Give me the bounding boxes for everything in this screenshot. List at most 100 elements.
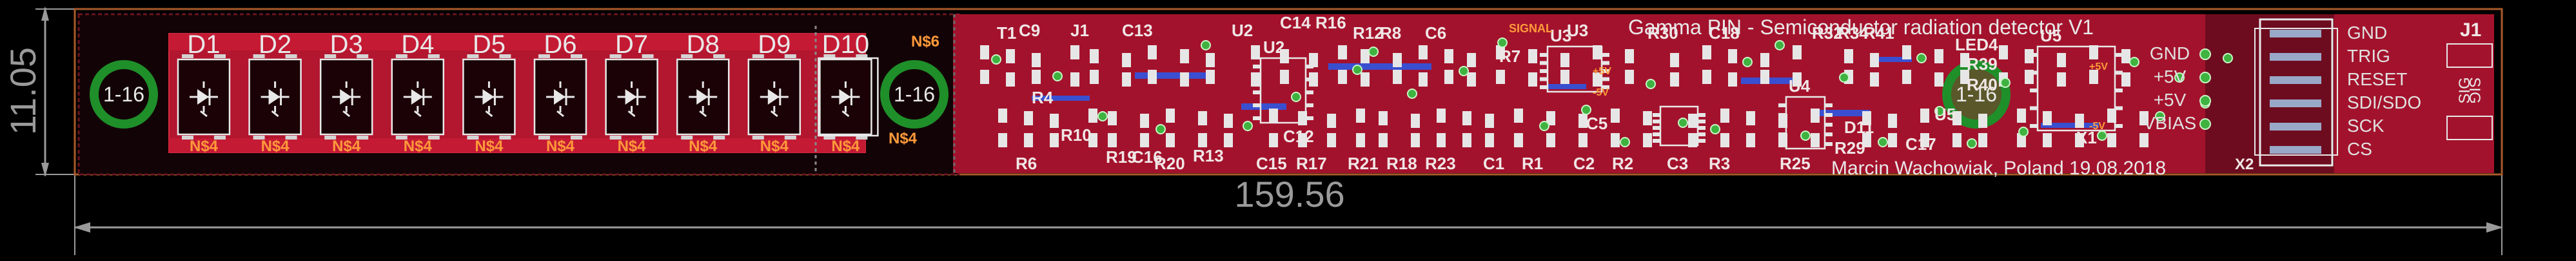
diode-label: D5 — [473, 30, 506, 59]
connector-pin — [2270, 76, 2321, 84]
refdes-label: C6 — [1425, 23, 1446, 43]
connector-pin — [2270, 53, 2321, 61]
refdes-label: C3 — [1667, 154, 1688, 173]
refdes-label: R41 — [1863, 23, 1894, 43]
j1-label: J1 — [2460, 19, 2481, 41]
refdes-label: R4 — [1032, 88, 1054, 107]
refdes-label: R1 — [1522, 154, 1543, 173]
refdes-label: R20 — [1154, 154, 1185, 173]
connector-pin-label: RESET — [2347, 69, 2407, 89]
diode-cell: D6N$4 — [533, 30, 587, 155]
refdes-label: C1 — [1483, 154, 1504, 173]
diode-cell: D1N$4 — [177, 30, 231, 155]
diode-net-label: N$4 — [546, 138, 575, 155]
side-connector: SIG SIG — [2446, 43, 2493, 140]
mount-hole-mid-label: 1-16 — [894, 83, 935, 106]
diode-cells: D1N$4D2N$4D3N$4D4N$4D5N$4D6N$4D7N$4D8N$4… — [177, 30, 879, 155]
refdes-label: U5 — [2040, 26, 2061, 45]
board-author: Marcin Wachowiak, Poland 19.08.2018 — [1831, 158, 2166, 179]
d10-net-label: N$4 — [889, 130, 918, 147]
refdes-label: R12 — [1353, 23, 1384, 43]
diode-label: D9 — [758, 30, 791, 59]
refdes-label: -5V — [2089, 121, 2105, 132]
refdes-label: C17 — [1905, 134, 1936, 154]
side-label-bottom: SIG — [2466, 77, 2483, 103]
refdes-label: C2 — [1573, 154, 1595, 173]
side-pin-label: VBIAS — [2143, 113, 2196, 133]
mount-hole-right-label: 1-16 — [1956, 83, 1997, 106]
side-pin-label: GND — [2150, 43, 2190, 63]
refdes-label: R32 — [1812, 23, 1843, 43]
refdes-label: R30 — [1647, 23, 1678, 43]
diode-strip-top — [169, 34, 865, 50]
connector-pin — [2270, 146, 2321, 154]
diode-strip-bottom — [169, 138, 865, 152]
diode-net-label: N$4 — [190, 138, 219, 155]
refdes-label: U5 — [1934, 105, 1956, 124]
diode-label: D7 — [615, 30, 648, 59]
diode-label: D6 — [544, 30, 576, 59]
refdes-label: C12 — [1283, 127, 1314, 146]
refdes-label: R13 — [1193, 146, 1224, 165]
refdes-label: +5V — [2089, 61, 2108, 72]
side-label-top: SIG — [2456, 77, 2473, 103]
connector-pin-label: SDI/SDO — [2347, 92, 2421, 112]
n6-label: N$6 — [911, 33, 939, 50]
diode-net-label: N$4 — [760, 138, 789, 155]
diode-label: D8 — [687, 30, 720, 59]
side-pin-pad — [2199, 72, 2211, 83]
refdes-label: R17 — [1296, 154, 1327, 173]
refdes-label: R39 — [1967, 54, 1998, 74]
refdes-label: U2 — [1232, 21, 1253, 40]
diode-cell: D2N$4 — [248, 30, 302, 155]
connector-pin — [2270, 123, 2321, 130]
side-pin-pad — [2199, 48, 2211, 60]
diode-net-label: N$4 — [332, 138, 361, 155]
refdes-label: R34 — [1838, 23, 1869, 43]
diode-cell: D4N$4 — [391, 30, 445, 155]
connector-pin-label: GND — [2347, 23, 2387, 43]
refdes-label: R16 — [1315, 13, 1346, 32]
diode-cell: D7N$4 — [605, 30, 658, 155]
diode-label: D1 — [187, 30, 220, 59]
refdes-label: C14 — [1280, 13, 1311, 32]
refdes-label: R29 — [1834, 138, 1865, 158]
refdes-label: C13 — [1122, 21, 1153, 40]
refdes-label: T1 — [997, 23, 1016, 43]
refdes-label: -5V — [1593, 87, 1609, 98]
refdes-label: U3 — [1567, 21, 1588, 40]
length-dim-label: 159.56 — [1234, 174, 1344, 214]
refdes-label: C15 — [1256, 154, 1287, 173]
height-dim-label: 11.05 — [3, 47, 43, 135]
refdes-label: C9 — [1019, 21, 1040, 40]
diode-label: D2 — [259, 30, 291, 59]
refdes-label: U3 — [1550, 26, 1571, 45]
connector-pin — [2270, 99, 2321, 107]
board-outline — [74, 8, 2503, 176]
side-pin-label: +5V — [2154, 90, 2187, 110]
mount-hole-mid: 1-16 — [880, 60, 949, 129]
connector-pin — [2270, 30, 2321, 37]
d10-outline — [818, 57, 879, 137]
diode-label: D10 — [822, 30, 869, 59]
refdes-label: R23 — [1425, 154, 1456, 173]
height-dimension: 11.05 — [3, 6, 76, 177]
refdes-label: R2 — [1612, 154, 1633, 173]
connector-pin-label: SCK — [2347, 116, 2384, 136]
board-title: Gamma PIN - Semiconductor radiation dete… — [1628, 16, 2094, 39]
refdes-label: U4 — [1789, 76, 1811, 96]
side-pin-pad — [2199, 118, 2211, 130]
mount-hole-left: 1-16 — [90, 60, 158, 129]
refdes-label: R3 — [1709, 154, 1730, 173]
sensor-region-outline — [77, 13, 960, 176]
refdes-label: SIGNAL — [1509, 22, 1553, 35]
refdes-label: R25 — [1780, 154, 1811, 173]
refdes-label: D11 — [1844, 118, 1874, 137]
refdes-label: C5 — [1586, 114, 1608, 133]
